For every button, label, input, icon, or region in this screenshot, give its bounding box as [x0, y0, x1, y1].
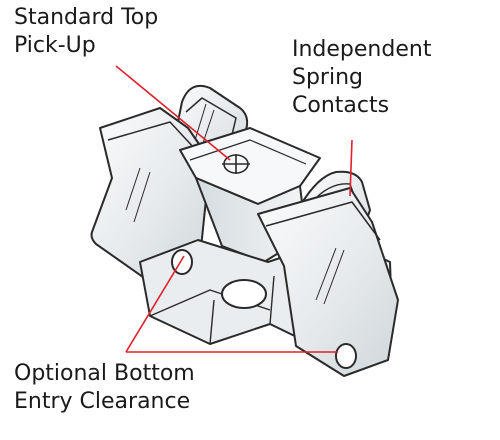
label-optional-bottom-entry: Optional Bottom Entry Clearance — [14, 360, 195, 416]
leader-spring — [349, 139, 353, 197]
bottom-hole-center — [221, 279, 267, 309]
label-standard-top-pickup: Standard Top Pick-Up — [14, 4, 158, 60]
clip-body — [90, 84, 399, 377]
right-side-wall — [257, 187, 399, 377]
label-independent-spring-contacts: Independent Spring Contacts — [292, 36, 431, 120]
leader-pickup — [115, 65, 231, 161]
label-line: Entry Clearance — [14, 389, 191, 414]
leader-entry-left — [125, 255, 185, 353]
entry-holes — [171, 249, 357, 369]
label-line: Optional Bottom — [14, 361, 195, 386]
bottom-hole-right — [335, 343, 357, 369]
label-line: Contacts — [292, 93, 390, 118]
label-line: Standard Top — [14, 5, 159, 30]
label-line: Independent — [292, 37, 432, 62]
pickup-target-mark — [222, 154, 250, 174]
label-line: Spring — [292, 65, 363, 90]
label-line: Pick-Up — [14, 33, 96, 58]
leader-lines — [115, 65, 353, 353]
